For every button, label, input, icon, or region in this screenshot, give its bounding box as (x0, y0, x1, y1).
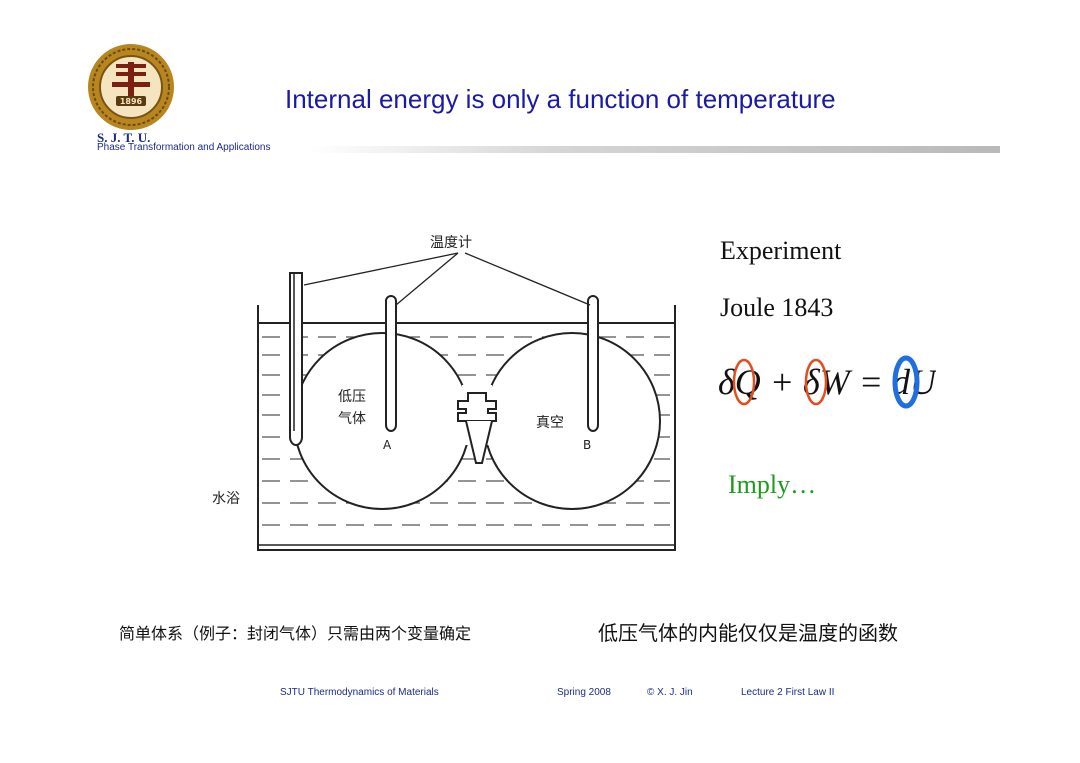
thermometer-label: 温度计 (430, 235, 472, 251)
vessel-b-label: 真空 (536, 415, 564, 431)
org-name: S. J. T. U. (97, 130, 151, 145)
delta-w-circle (804, 358, 828, 406)
water-bath-label: 水浴 (212, 491, 240, 507)
slide-title: Internal energy is only a function of te… (285, 84, 836, 114)
vessel-a-label-line2: 气体 (338, 411, 366, 427)
joule-year: Joule 1843 (720, 293, 834, 322)
vessel-a-label-line1: 低压 (338, 389, 366, 405)
joule-apparatus-diagram: 温度计 低压 气体 A 真空 B 水浴 (212, 235, 676, 551)
note-left: 简单体系（例子：封闭气体）只需由两个变量确定 (119, 624, 472, 643)
sjtu-logo: 1896 (88, 44, 174, 130)
du-circle (892, 355, 920, 409)
footer-lecture: Lecture 2 First Law II (741, 687, 835, 698)
header-rule (310, 146, 1000, 153)
department-name: Phase Transformation and Applications (97, 142, 271, 153)
logo-year: 1896 (120, 97, 143, 106)
note-right: 低压气体的内能仅仅是温度的函数 (598, 621, 898, 645)
vessel-a-letter: A (383, 438, 392, 452)
delta-q-circle (732, 358, 756, 406)
footer-course: SJTU Thermodynamics of Materials (280, 687, 439, 698)
experiment-heading: Experiment (720, 236, 842, 265)
vessel-b-letter: B (583, 438, 591, 452)
footer-term: Spring 2008 (557, 687, 611, 698)
footer-author: © X. J. Jin (647, 687, 693, 698)
first-law-equation: δQ + δW = dU (718, 355, 936, 409)
imply-text: Imply… (728, 470, 817, 499)
